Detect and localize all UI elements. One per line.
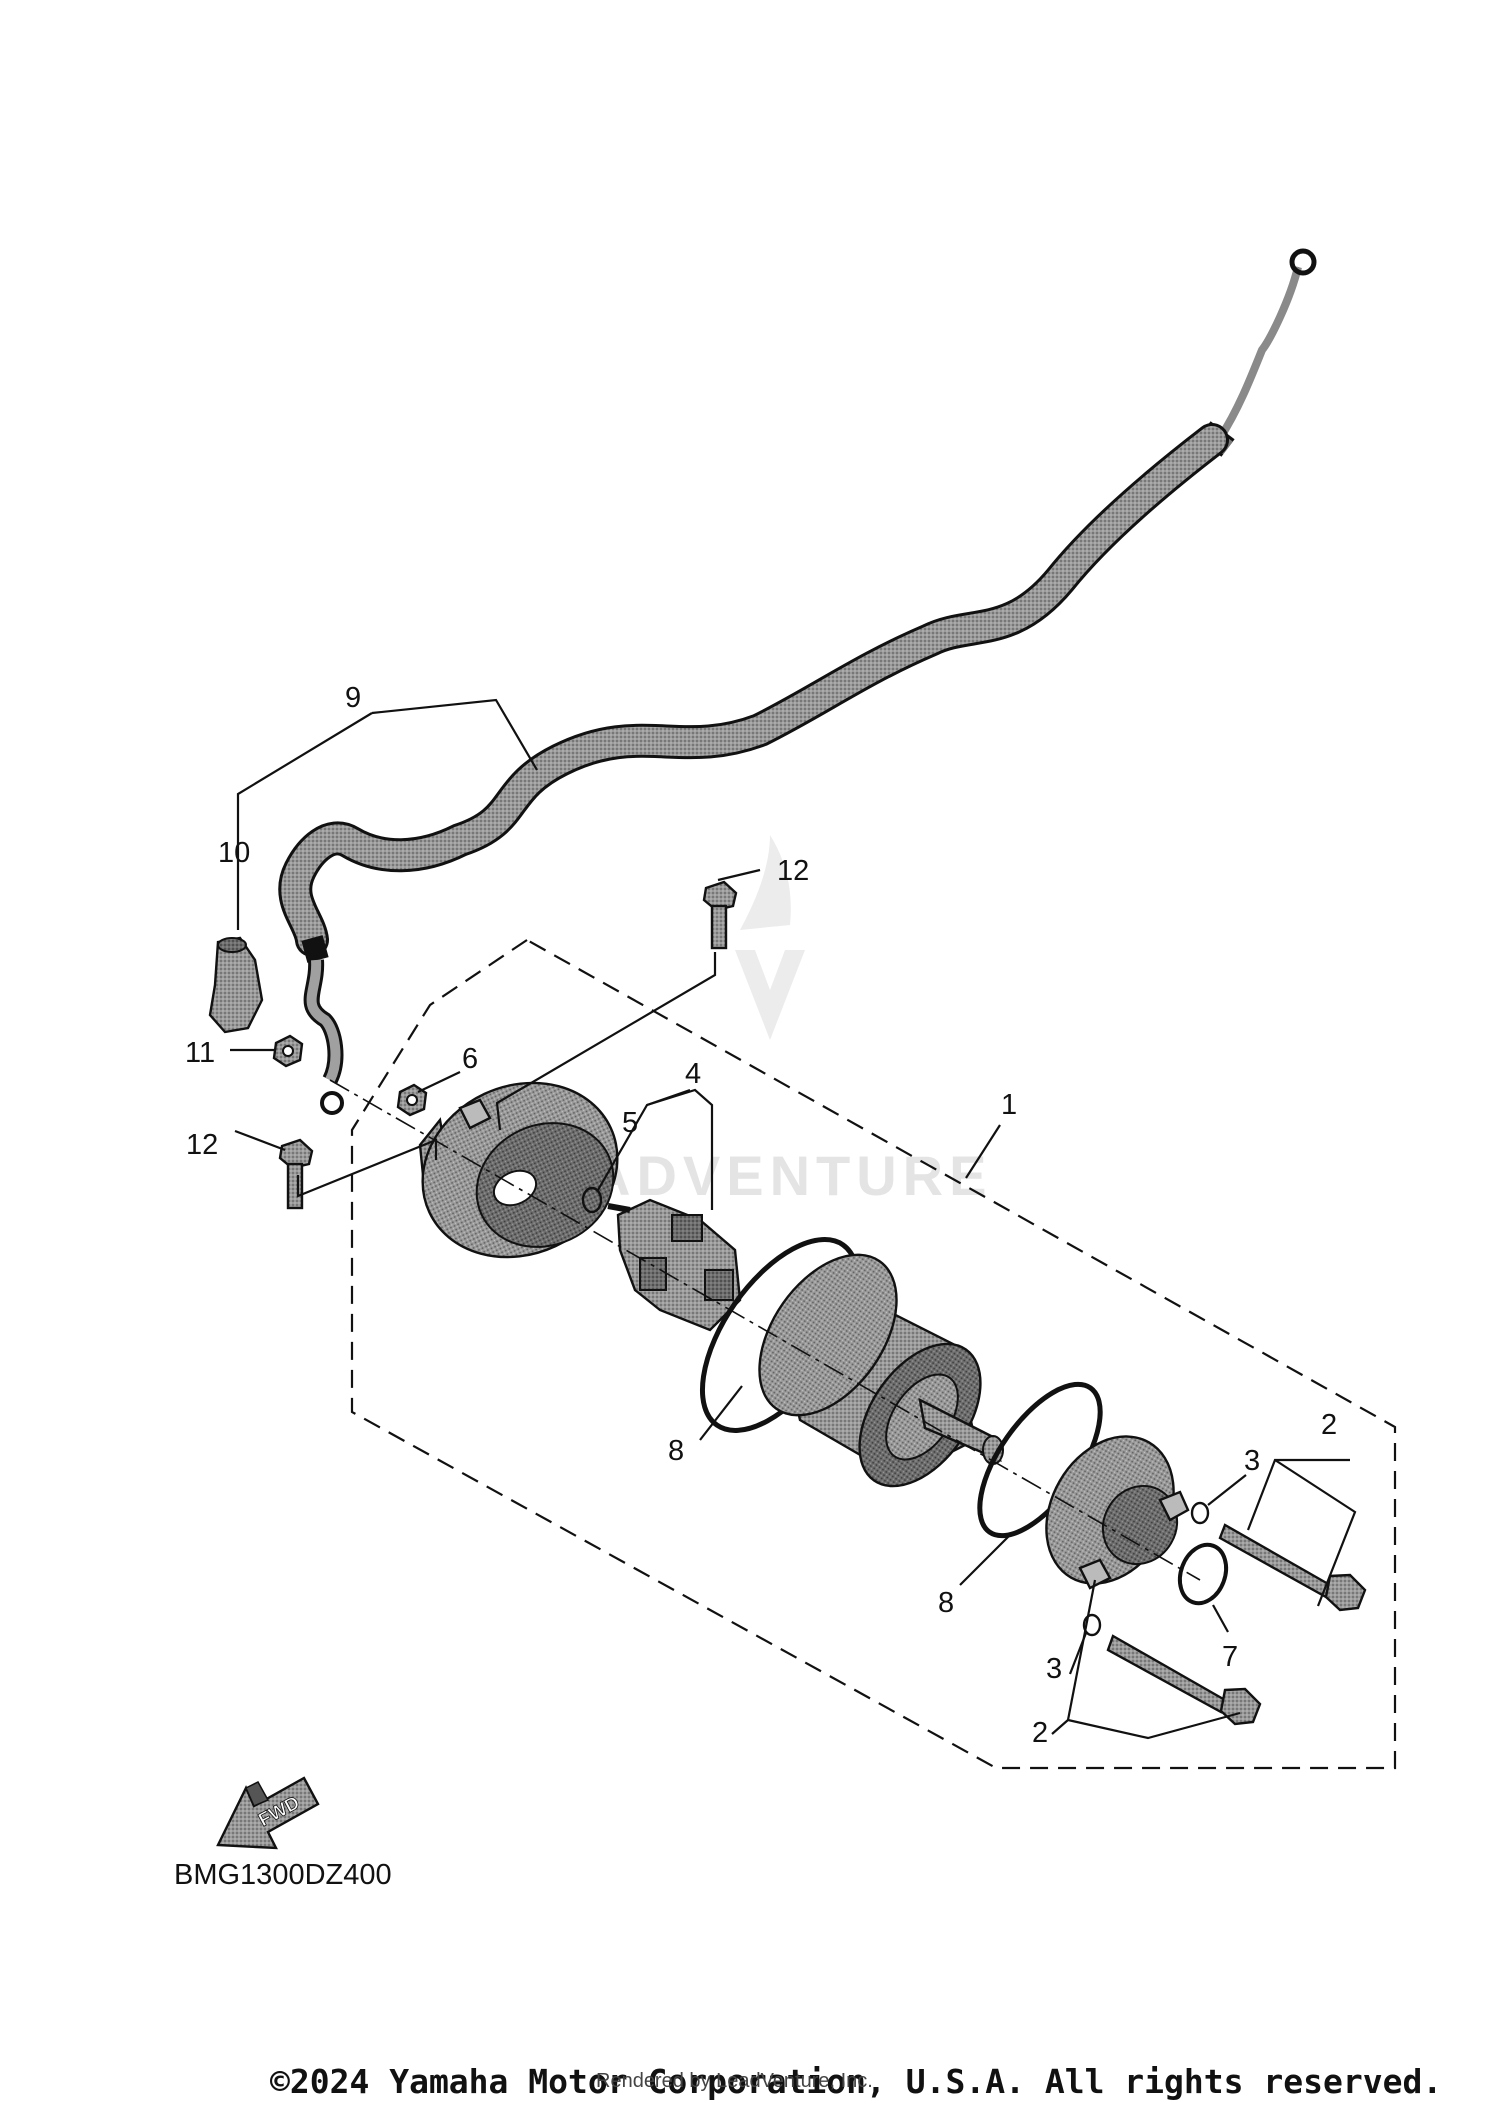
- assembly-axis: [329, 1079, 1201, 1581]
- copyright-notice: ©2024 Yamaha Motor Corporation, U.S.A. A…: [270, 2062, 1443, 2101]
- battery-cable: [278, 248, 1317, 1115]
- leader-lines: [230, 698, 1357, 1740]
- washer-3-upper: [1190, 1501, 1210, 1525]
- callout-4: 4: [685, 1058, 701, 1090]
- callout-11: 11: [185, 1037, 215, 1069]
- rendered-by-note: Rendered by LeadVenture, Inc.: [596, 2070, 873, 2092]
- brush-holder: [607, 1198, 742, 1332]
- bolt-12-upper: [702, 880, 738, 950]
- assembly-boundary: [350, 938, 1397, 1770]
- fwd-arrow: FWD: [216, 1776, 320, 1850]
- nut-11: [272, 1034, 304, 1068]
- callout-10: 10: [218, 837, 250, 869]
- diagram-code: BMG1300DZ400: [174, 1859, 392, 1891]
- callout-8-upper: 8: [668, 1435, 684, 1467]
- bolt-12-lower: [278, 1138, 314, 1210]
- motor-yoke: [758, 1253, 982, 1488]
- callouts: 1 2 2 3 3 4 5 6 7 8 8 9 10 11 12 12: [185, 682, 1337, 1749]
- callout-12-lower: 12: [186, 1129, 218, 1161]
- watermark: ADVENTURE: [590, 835, 992, 1207]
- callout-5: 5: [622, 1107, 638, 1139]
- callout-2-lower: 2: [1032, 1717, 1048, 1749]
- callout-1: 1: [1001, 1089, 1017, 1121]
- ring-terminal: [1289, 248, 1317, 276]
- through-bolt-2-upper: [1218, 1523, 1367, 1612]
- callout-12-upper: 12: [777, 855, 809, 887]
- callout-8-lower: 8: [938, 1587, 954, 1619]
- callout-6: 6: [462, 1043, 478, 1075]
- callout-3-lower: 3: [1046, 1653, 1062, 1685]
- armature-shaft: [918, 1397, 1004, 1465]
- callout-7: 7: [1222, 1641, 1238, 1673]
- terminal-cover: [208, 936, 264, 1034]
- callout-9: 9: [345, 682, 361, 714]
- washer-3-lower: [1082, 1613, 1102, 1637]
- front-cover: [1045, 1435, 1190, 1590]
- cable-eyelet: [320, 1091, 344, 1115]
- o-ring-7: [1177, 1542, 1229, 1606]
- rear-cover: [418, 1081, 619, 1259]
- o-ring-5: [581, 1186, 603, 1214]
- callout-2-upper: 2: [1321, 1409, 1337, 1441]
- callout-3-upper: 3: [1244, 1445, 1260, 1477]
- watermark-text: ADVENTURE: [590, 1144, 992, 1207]
